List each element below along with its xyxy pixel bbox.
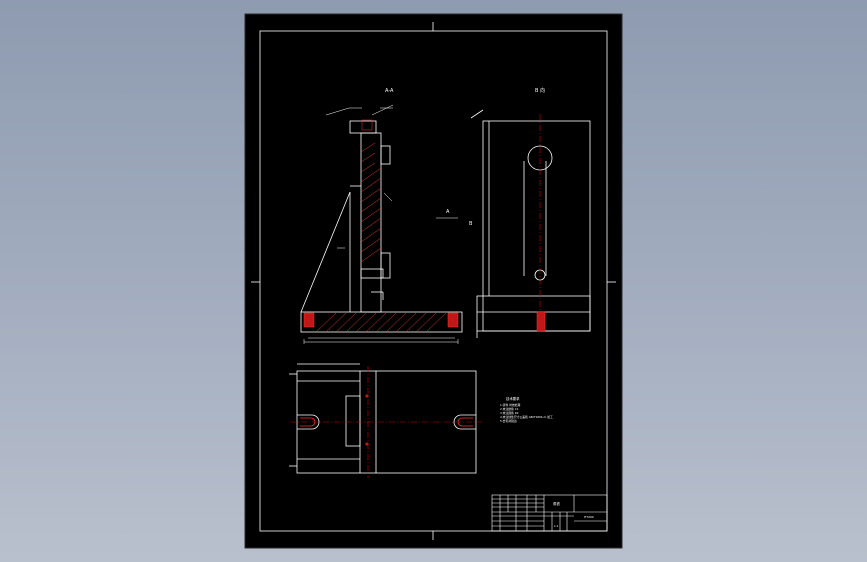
side-view-slot bbox=[536, 311, 546, 332]
side-view bbox=[470, 109, 591, 338]
top-view bbox=[289, 363, 477, 474]
notes-line-4: 4.未注线性尺寸公差按 GB/T1804-m 加工 bbox=[500, 415, 553, 419]
drawing-sheet bbox=[244, 13, 623, 549]
top-view-centerline bbox=[290, 366, 482, 478]
title-block bbox=[491, 494, 608, 532]
center-mark-b: B bbox=[469, 221, 473, 227]
notes-line-1: 1.铸件 时效处理 bbox=[500, 403, 521, 407]
notes-line-5: 5.去毛刺锐边 bbox=[500, 419, 517, 423]
notes-heading: 技术要求 bbox=[506, 396, 520, 401]
front-view-dimensions bbox=[303, 104, 459, 344]
title-block-scale: 1:1 bbox=[554, 524, 559, 528]
title-block-material: HT200 bbox=[584, 515, 594, 519]
notes-line-3: 3.未注圆角 R2 bbox=[500, 411, 519, 415]
top-view-holes bbox=[365, 394, 369, 446]
front-view-label: A-A bbox=[385, 88, 394, 94]
centering-marks bbox=[251, 22, 616, 540]
notes-line-2: 2.未注倒角 C1 bbox=[500, 407, 519, 411]
base-pocket-highlights bbox=[303, 119, 459, 328]
title-block-name: 角铁 bbox=[553, 501, 561, 506]
section-mark-a: A bbox=[446, 209, 450, 215]
section-hatching bbox=[315, 142, 447, 333]
side-view-label: B 向 bbox=[535, 87, 545, 94]
sheet-border bbox=[259, 30, 608, 532]
front-section-view bbox=[300, 120, 463, 339]
